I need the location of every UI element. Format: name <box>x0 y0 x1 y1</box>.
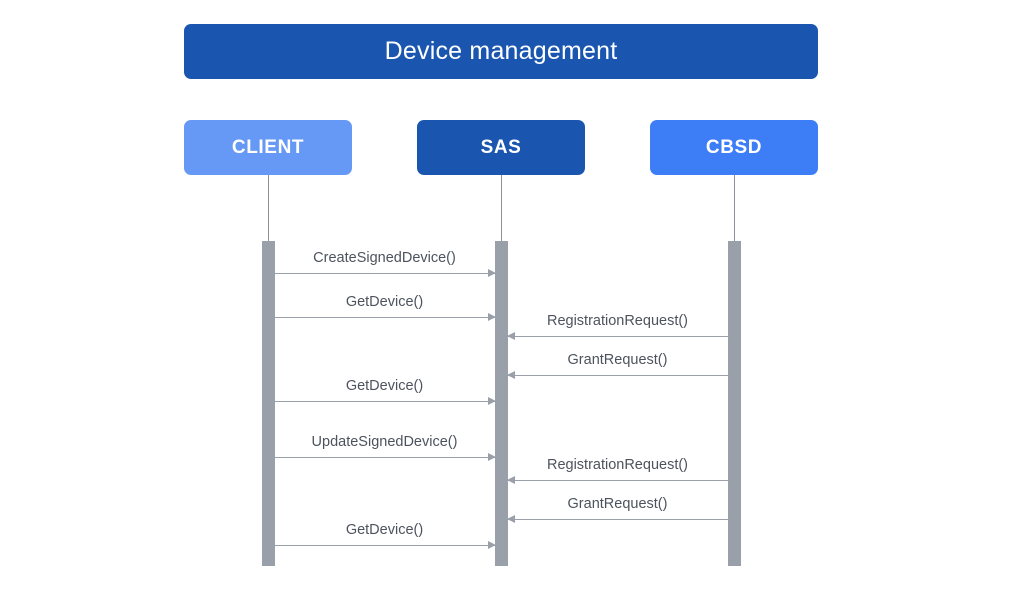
participant-box-cbsd[interactable]: CBSD <box>650 120 818 175</box>
arrowhead-right-icon <box>487 313 496 321</box>
message-line <box>507 519 728 520</box>
activation-bar-cbsd <box>728 241 741 566</box>
message-label: CreateSignedDevice() <box>313 250 456 266</box>
message-line <box>274 317 495 318</box>
message-label: UpdateSignedDevice() <box>311 434 458 450</box>
arrowhead-right-icon <box>487 269 496 277</box>
lifeline-client <box>268 175 269 241</box>
message-line <box>274 545 495 546</box>
message-line <box>274 273 495 274</box>
message-label: GrantRequest() <box>567 496 668 512</box>
message-label: GetDevice() <box>345 378 424 394</box>
message-label: GrantRequest() <box>567 352 668 368</box>
activation-bar-client <box>262 241 275 566</box>
message-label: GetDevice() <box>345 294 424 310</box>
diagram-title-bar: Device management <box>184 24 818 79</box>
participant-label-client: CLIENT <box>231 136 305 158</box>
message-label: GetDevice() <box>345 522 424 538</box>
message-line <box>507 375 728 376</box>
participant-box-client[interactable]: CLIENT <box>184 120 352 175</box>
arrowhead-right-icon <box>487 453 496 461</box>
message-label: RegistrationRequest() <box>546 313 689 329</box>
participant-label-cbsd: CBSD <box>705 136 763 158</box>
arrowhead-right-icon <box>487 397 496 405</box>
message-line <box>274 457 495 458</box>
message-line <box>507 480 728 481</box>
arrowhead-left-icon <box>506 332 515 340</box>
participant-label-sas: SAS <box>480 136 522 158</box>
arrowhead-left-icon <box>506 515 515 523</box>
message-label: RegistrationRequest() <box>546 457 689 473</box>
participant-box-sas[interactable]: SAS <box>417 120 585 175</box>
arrowhead-left-icon <box>506 476 515 484</box>
activation-bar-sas <box>495 241 508 566</box>
lifeline-cbsd <box>734 175 735 241</box>
lifeline-sas <box>501 175 502 241</box>
message-line <box>507 336 728 337</box>
message-line <box>274 401 495 402</box>
arrowhead-right-icon <box>487 541 496 549</box>
arrowhead-left-icon <box>506 371 515 379</box>
page-title: Device management <box>384 37 618 65</box>
